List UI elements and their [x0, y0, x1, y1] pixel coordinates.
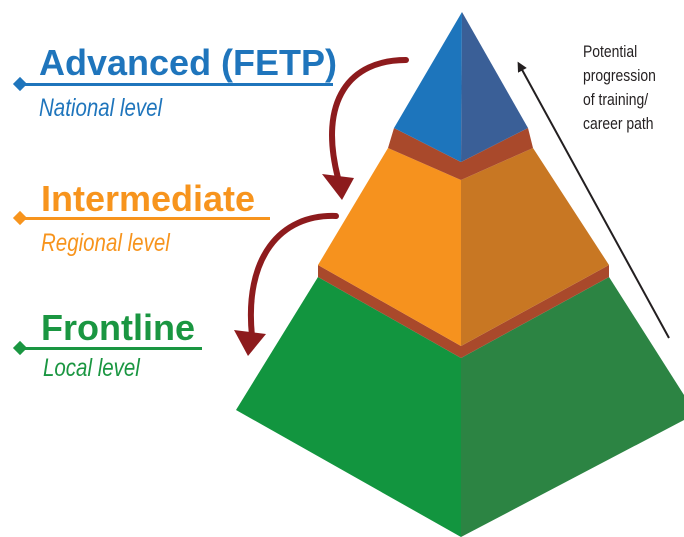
- progression-note-line: progression: [583, 66, 656, 85]
- curved-arrow-intermediate-to-frontline: [247, 212, 339, 339]
- curved-arrow-advanced-to-intermediate: [329, 57, 409, 181]
- frontline-tier-left-face: [236, 277, 461, 537]
- advanced-tier-title: Advanced (FETP): [39, 42, 338, 83]
- frontline-tier-title: Frontline: [41, 307, 195, 348]
- frontline-tier-subtitle: Local level: [43, 354, 140, 382]
- advanced-tier-rule: [21, 83, 333, 86]
- career-progression-arrow: [517, 61, 670, 339]
- intermediate-tier-title: Intermediate: [41, 178, 256, 219]
- intermediate-tier-left-face: [318, 148, 461, 346]
- intermediate-tier-rule: [21, 217, 270, 220]
- progression-note-line: career path: [583, 114, 654, 133]
- advanced-tier-subtitle: National level: [39, 94, 163, 122]
- advanced-tier-right-face: [461, 12, 528, 162]
- advanced-tier-left-face: [394, 12, 462, 162]
- progression-note-line: Potential: [583, 42, 638, 61]
- progression-note: Potential progression of training/ caree…: [583, 40, 684, 136]
- upper-divider-band: [388, 128, 533, 180]
- frontline-tier-rule: [21, 347, 202, 350]
- intermediate-tier-subtitle: Regional level: [41, 229, 170, 257]
- frontline-tier-right-face: [461, 277, 684, 537]
- intermediate-tier-right-face: [461, 148, 609, 346]
- arrowhead-intermediate: [322, 174, 354, 200]
- arrowhead-frontline: [234, 330, 266, 356]
- progression-note-line: of training/: [583, 90, 649, 109]
